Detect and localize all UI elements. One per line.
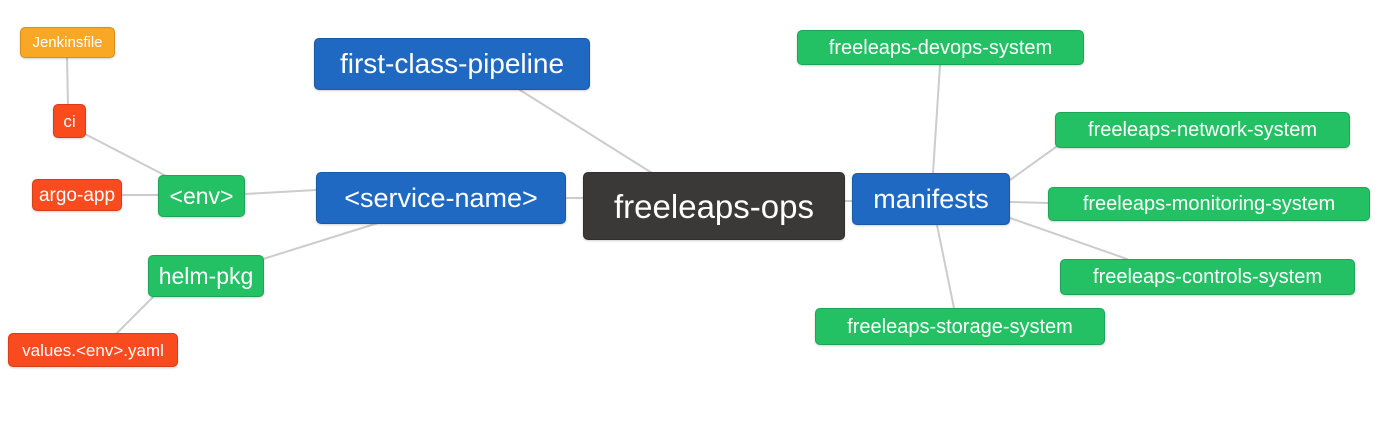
node-helm-pkg[interactable]: helm-pkg (148, 255, 264, 297)
edge-manifests-to-freeleaps-storage-system (936, 224, 955, 309)
node-argo-app[interactable]: argo-app (32, 179, 122, 211)
edge-manifests-to-freeleaps-monitoring-system (1009, 201, 1049, 204)
edge-ci-to-env (84, 133, 169, 178)
node-freeleaps-monitoring-system[interactable]: freeleaps-monitoring-system (1048, 187, 1370, 221)
node-freeleaps-network-system[interactable]: freeleaps-network-system (1055, 112, 1350, 148)
edge-manifests-to-freeleaps-controls-system (1009, 217, 1128, 260)
edge-first-class-pipeline-to-freeleaps-ops (519, 89, 653, 174)
node-freeleaps-ops[interactable]: freeleaps-ops (583, 172, 845, 240)
edge-manifests-to-freeleaps-devops-system (932, 64, 941, 174)
edge-helm-pkg-to-service-name (262, 222, 379, 260)
node-freeleaps-devops-system[interactable]: freeleaps-devops-system (797, 30, 1084, 65)
node-jenkinsfile[interactable]: Jenkinsfile (20, 27, 115, 58)
node-env[interactable]: <env> (158, 175, 245, 217)
node-service-name[interactable]: <service-name> (316, 172, 566, 224)
node-first-class-pipeline[interactable]: first-class-pipeline (314, 38, 590, 90)
node-freeleaps-controls-system[interactable]: freeleaps-controls-system (1060, 259, 1355, 295)
edge-helm-pkg-to-values-env-yaml (116, 296, 154, 334)
node-ci[interactable]: ci (53, 104, 86, 138)
edge-jenkinsfile-to-ci (66, 57, 69, 105)
node-values-env-yaml[interactable]: values.<env>.yaml (8, 333, 178, 367)
edge-manifests-to-freeleaps-network-system (1009, 146, 1057, 181)
node-manifests[interactable]: manifests (852, 173, 1010, 225)
node-freeleaps-storage-system[interactable]: freeleaps-storage-system (815, 308, 1105, 345)
edge-env-to-service-name (244, 189, 317, 195)
